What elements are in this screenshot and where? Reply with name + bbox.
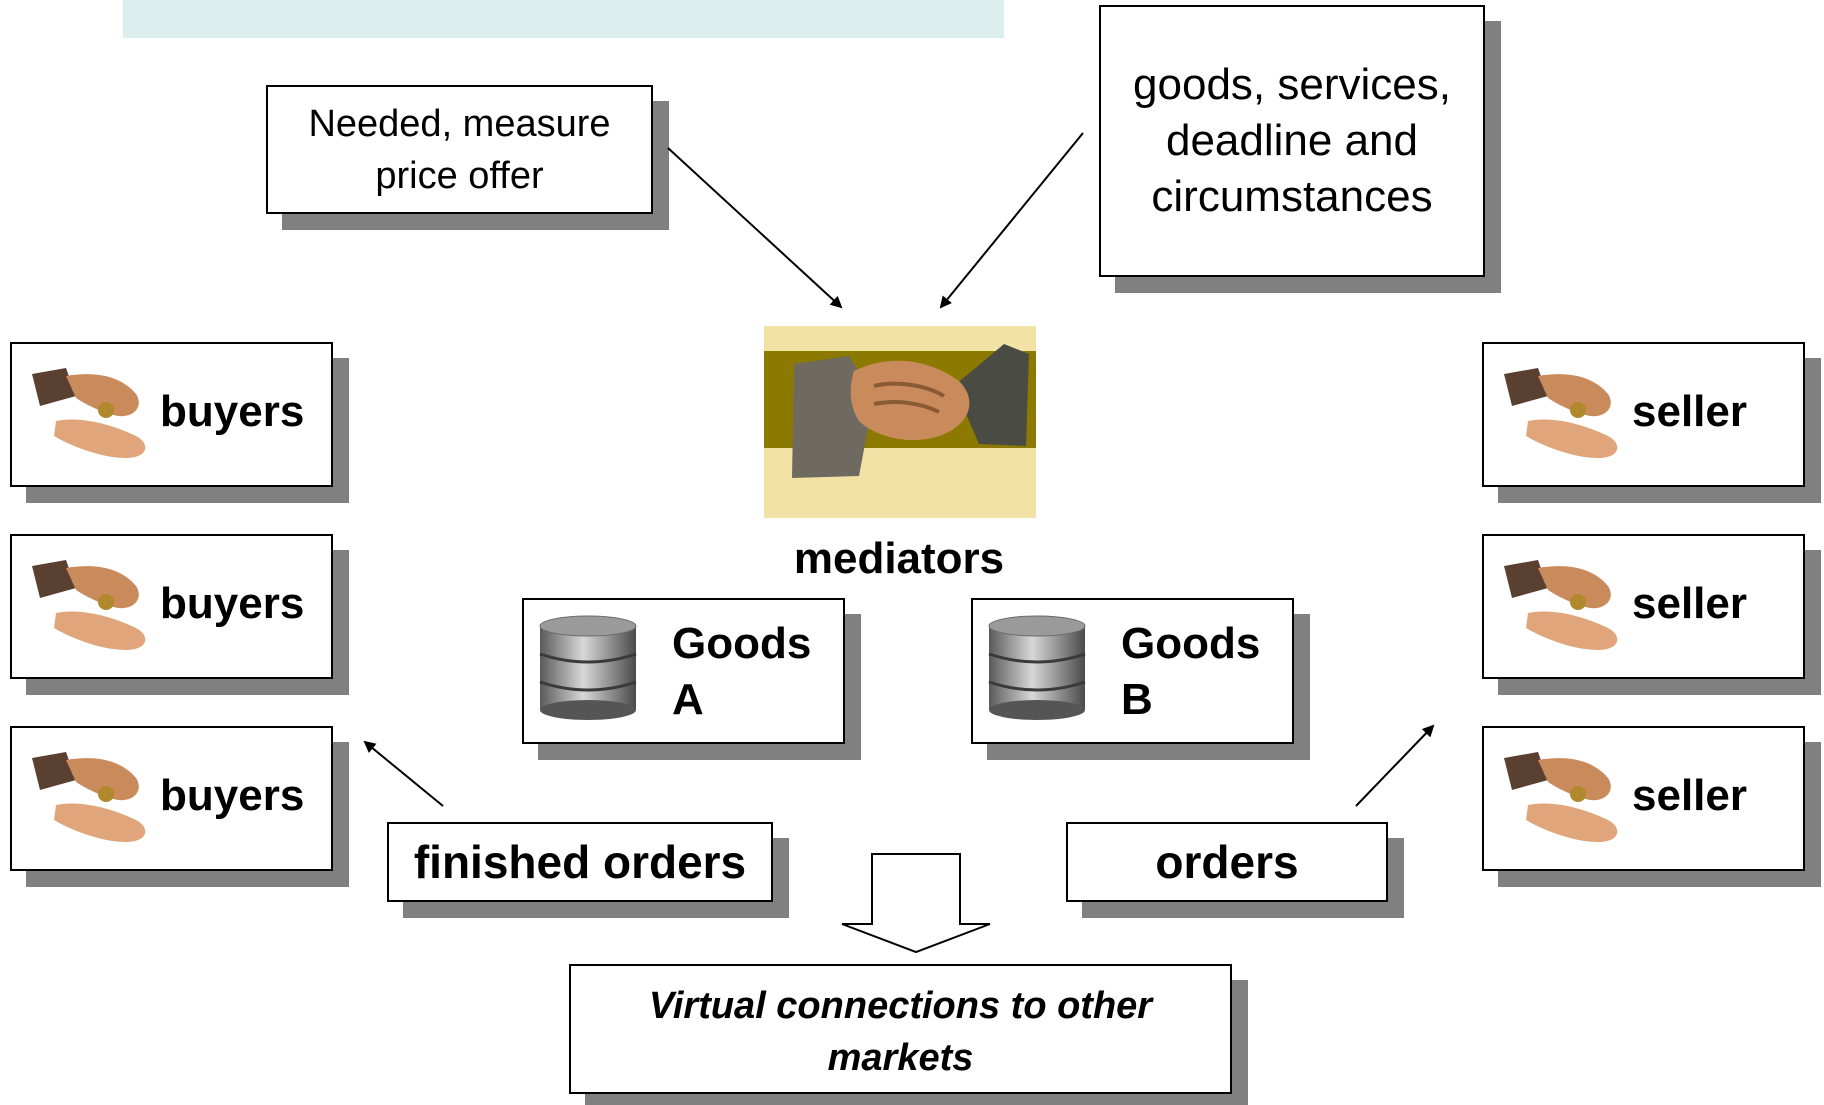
seller-label-2: seller [1632,579,1747,628]
arrow-finished-orders-to-buyers [363,740,444,807]
orders-box: orders [1066,822,1388,902]
goods-b-box: Goods B [971,598,1294,744]
seller-box-1: seller [1482,342,1805,487]
virtual-connections-line1: Virtual connections to other [648,985,1153,1027]
hollow-down-arrow [841,853,991,954]
buyer-label-2: buyers [160,579,305,628]
goods-b-label-line1: Goods [1121,619,1261,668]
database-cylinder-icon [988,615,1086,720]
callout-goods-services: goods, services, deadline and circumstan… [1099,5,1485,277]
arrow-goods-to-mediators [939,132,1084,309]
callout-needed-price: Needed, measure price offer [266,85,653,214]
arrow-needed-to-mediators [667,147,843,309]
virtual-connections-line2: markets [827,1037,974,1079]
seller-box-2: seller [1482,534,1805,679]
seller-label-3: seller [1632,771,1747,820]
orders-label: orders [1155,836,1299,888]
virtual-connections-box: Virtual connections to other markets [569,964,1232,1094]
seller-label-1: seller [1632,387,1747,436]
buyer-label-3: buyers [160,771,305,820]
mediators-label: mediators [793,534,1005,583]
goods-a-label-line2: A [672,675,704,724]
top-decorative-band [123,0,1004,38]
database-cylinder-icon [539,615,637,720]
seller-box-3: seller [1482,726,1805,871]
callout-needed-price-text: Needed, measure price offer [308,102,611,197]
buyer-label-1: buyers [160,387,305,436]
hand-giving-coin-icon [32,560,146,650]
hand-giving-coin-icon [1504,752,1618,842]
goods-b-label-line2: B [1121,675,1153,724]
buyer-box-1: buyers [10,342,333,487]
handshake-icon [764,326,1036,518]
callout-goods-services-text: goods, services, deadline and circumstan… [1133,60,1451,221]
hand-giving-coin-icon [1504,368,1618,458]
buyer-box-2: buyers [10,534,333,679]
arrow-orders-to-sellers [1355,724,1435,807]
finished-orders-box: finished orders [387,822,773,902]
hand-giving-coin-icon [1504,560,1618,650]
finished-orders-label: finished orders [413,836,747,888]
goods-a-box: Goods A [522,598,845,744]
hand-giving-coin-icon [32,368,146,458]
goods-a-label-line1: Goods [672,619,812,668]
buyer-box-3: buyers [10,726,333,871]
hand-giving-coin-icon [32,752,146,842]
